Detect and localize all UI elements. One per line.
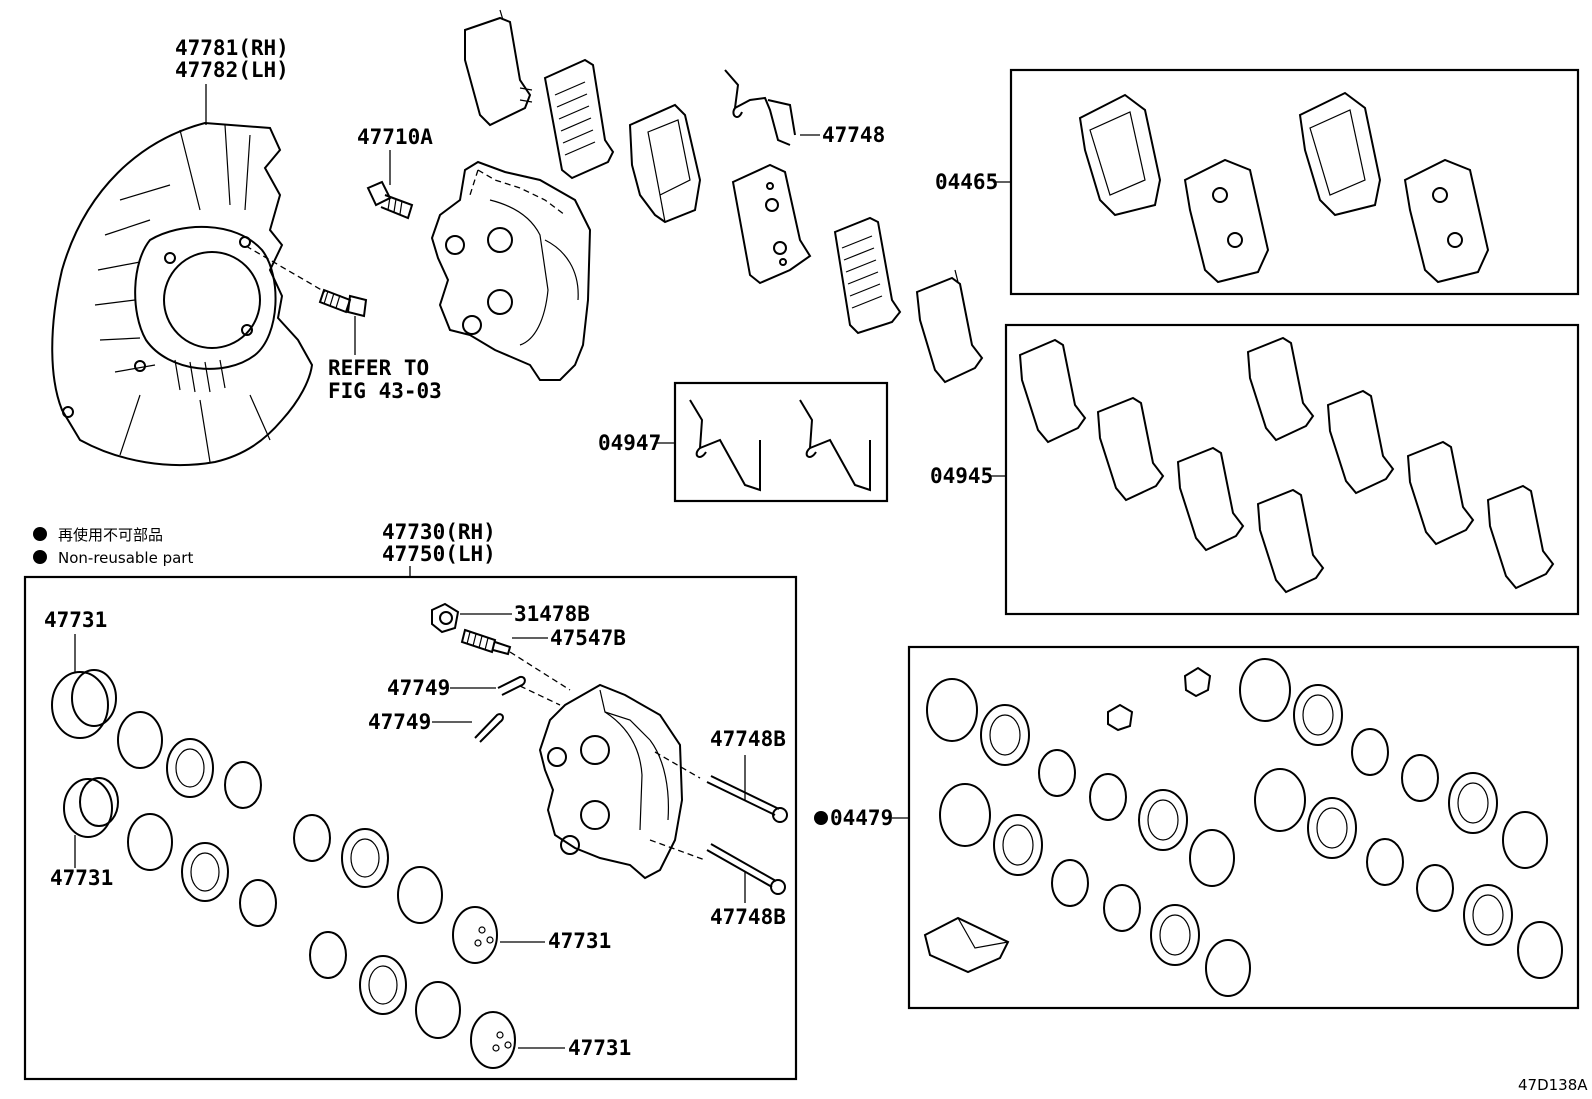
- caliper-body: [538, 683, 684, 880]
- clip-kit-clips: [689, 399, 871, 492]
- slide-pin-b: [706, 843, 786, 895]
- legend-english: Non-reusable part: [58, 549, 193, 567]
- seal-kit-seals: [923, 658, 1563, 997]
- pad-kit-box: [1009, 68, 1580, 296]
- piston-mid-left: [63, 777, 119, 838]
- caliper-rh-label: 47730(RH): [382, 520, 496, 544]
- shim-kit-label: 04945: [930, 464, 993, 488]
- caliper-bolt: [366, 180, 414, 220]
- caliper-assembly-box: [23, 575, 798, 1081]
- disc-dust-cover: [51, 121, 314, 467]
- piston-top-left: [51, 669, 117, 739]
- pad-clip-top: [724, 69, 796, 146]
- shim-kit-box: [1004, 323, 1580, 616]
- pad-kit-pads: [1078, 91, 1490, 284]
- bolt-label: 47710A: [357, 125, 433, 149]
- top-shim-1: [464, 9, 533, 127]
- dust-cover-rh-label: 47781(RH): [175, 36, 289, 60]
- refer-label-line1: REFER TO: [328, 356, 429, 380]
- piston-mid-right: [452, 906, 498, 964]
- pin-clip-b: [474, 713, 504, 743]
- refer-label-line2: FIG 43-03: [328, 379, 442, 403]
- cap-label: 31478B: [514, 602, 590, 626]
- clip-a-label: 47749: [387, 676, 450, 700]
- assembly-dashed-guide: [509, 651, 706, 861]
- clip-b-label: 47749: [368, 710, 431, 734]
- caliper-lh-label: 47750(LH): [382, 542, 496, 566]
- bleeder-label: 47547B: [550, 626, 626, 650]
- piston-mr-label: 47731: [548, 929, 611, 953]
- bleeder-cap: [431, 602, 460, 634]
- top-shim-2: [543, 58, 615, 180]
- pin-b-label: 47748B: [710, 905, 786, 929]
- clip-kit-label: 04947: [598, 431, 661, 455]
- piston-tl-label: 47731: [44, 608, 107, 632]
- seal-kit-box: [907, 645, 1580, 1010]
- bleeder-plug: [460, 628, 512, 656]
- legend-dot-ja: [33, 527, 47, 541]
- piston-br-label: 47731: [568, 1036, 631, 1060]
- clip-top-label: 47748: [822, 123, 885, 147]
- mounting-bolt: [318, 288, 368, 318]
- piston-bottom-right: [470, 1011, 516, 1069]
- slide-pin-a: [706, 775, 788, 823]
- legend-dot-en: [33, 550, 47, 564]
- top-shim-3: [731, 163, 812, 285]
- top-shim-5: [915, 269, 984, 384]
- pad-kit-label: 04465: [935, 170, 998, 194]
- piston-ml-label: 47731: [50, 866, 113, 890]
- seal-kit-label: 04479: [830, 806, 893, 830]
- caliper-housing-top: [430, 160, 592, 381]
- pin-a-label: 47748B: [710, 727, 786, 751]
- figure-code: 47D138A: [1518, 1076, 1588, 1094]
- caliper-seals: [117, 711, 461, 1039]
- top-shim-4: [833, 216, 902, 335]
- bolt-dashed-guide: [245, 245, 326, 293]
- seal-kit-nonreusable-dot: [814, 811, 828, 825]
- top-pad-1: [628, 103, 702, 224]
- dust-cover-lh-label: 47782(LH): [175, 58, 289, 82]
- legend-japanese: 再使用不可部品: [58, 526, 163, 544]
- shim-kit-shims: [1018, 336, 1555, 594]
- clip-kit-box: [673, 381, 889, 503]
